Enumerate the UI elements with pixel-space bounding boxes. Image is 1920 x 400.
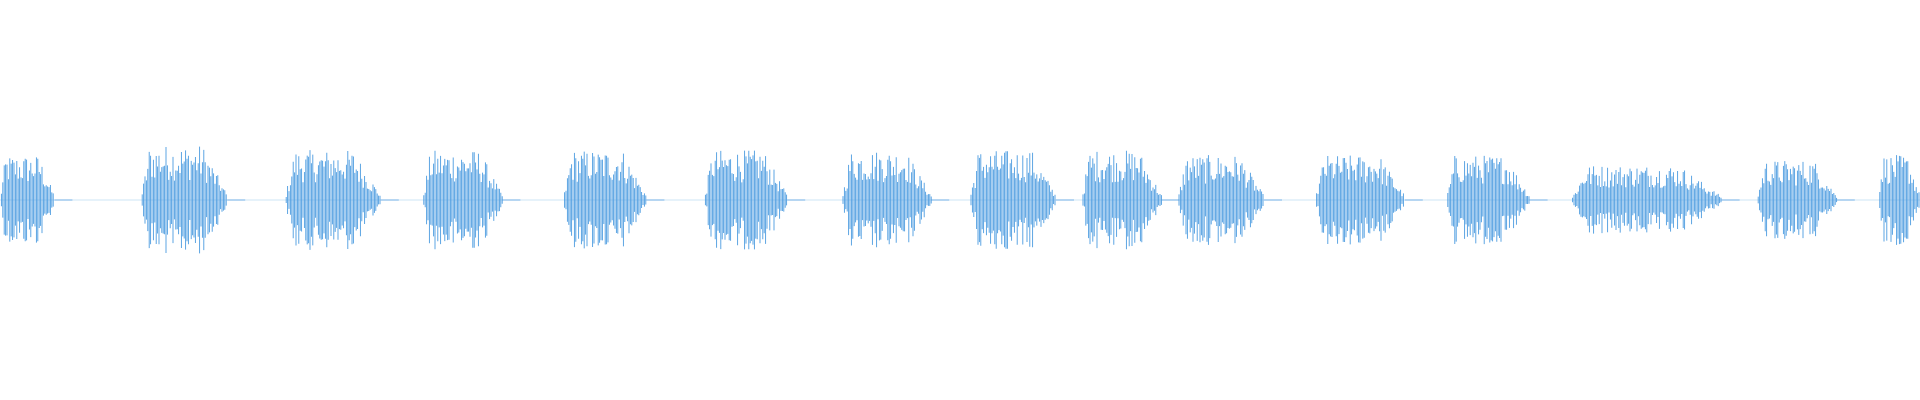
waveform-segment-6 — [704, 150, 788, 250]
waveform-segment-9 — [1082, 150, 1162, 250]
waveform-segment-11 — [1316, 155, 1404, 245]
waveform-segment-3 — [285, 150, 381, 250]
waveform-segment-10 — [1178, 155, 1264, 245]
waveform-segment-12 — [1447, 155, 1530, 245]
waveform-segment-1 — [0, 157, 54, 243]
waveform-segment-7 — [842, 152, 932, 248]
waveform-segments — [0, 146, 1920, 254]
waveform-segment-8 — [970, 151, 1056, 249]
waveform-segment-2 — [141, 146, 227, 254]
waveform-segment-14 — [1757, 161, 1838, 239]
waveform-segment-4 — [423, 150, 503, 250]
waveform-segment-5 — [564, 151, 647, 249]
waveform-segment-13 — [1572, 166, 1722, 234]
waveform-segment-15 — [1879, 155, 1920, 245]
